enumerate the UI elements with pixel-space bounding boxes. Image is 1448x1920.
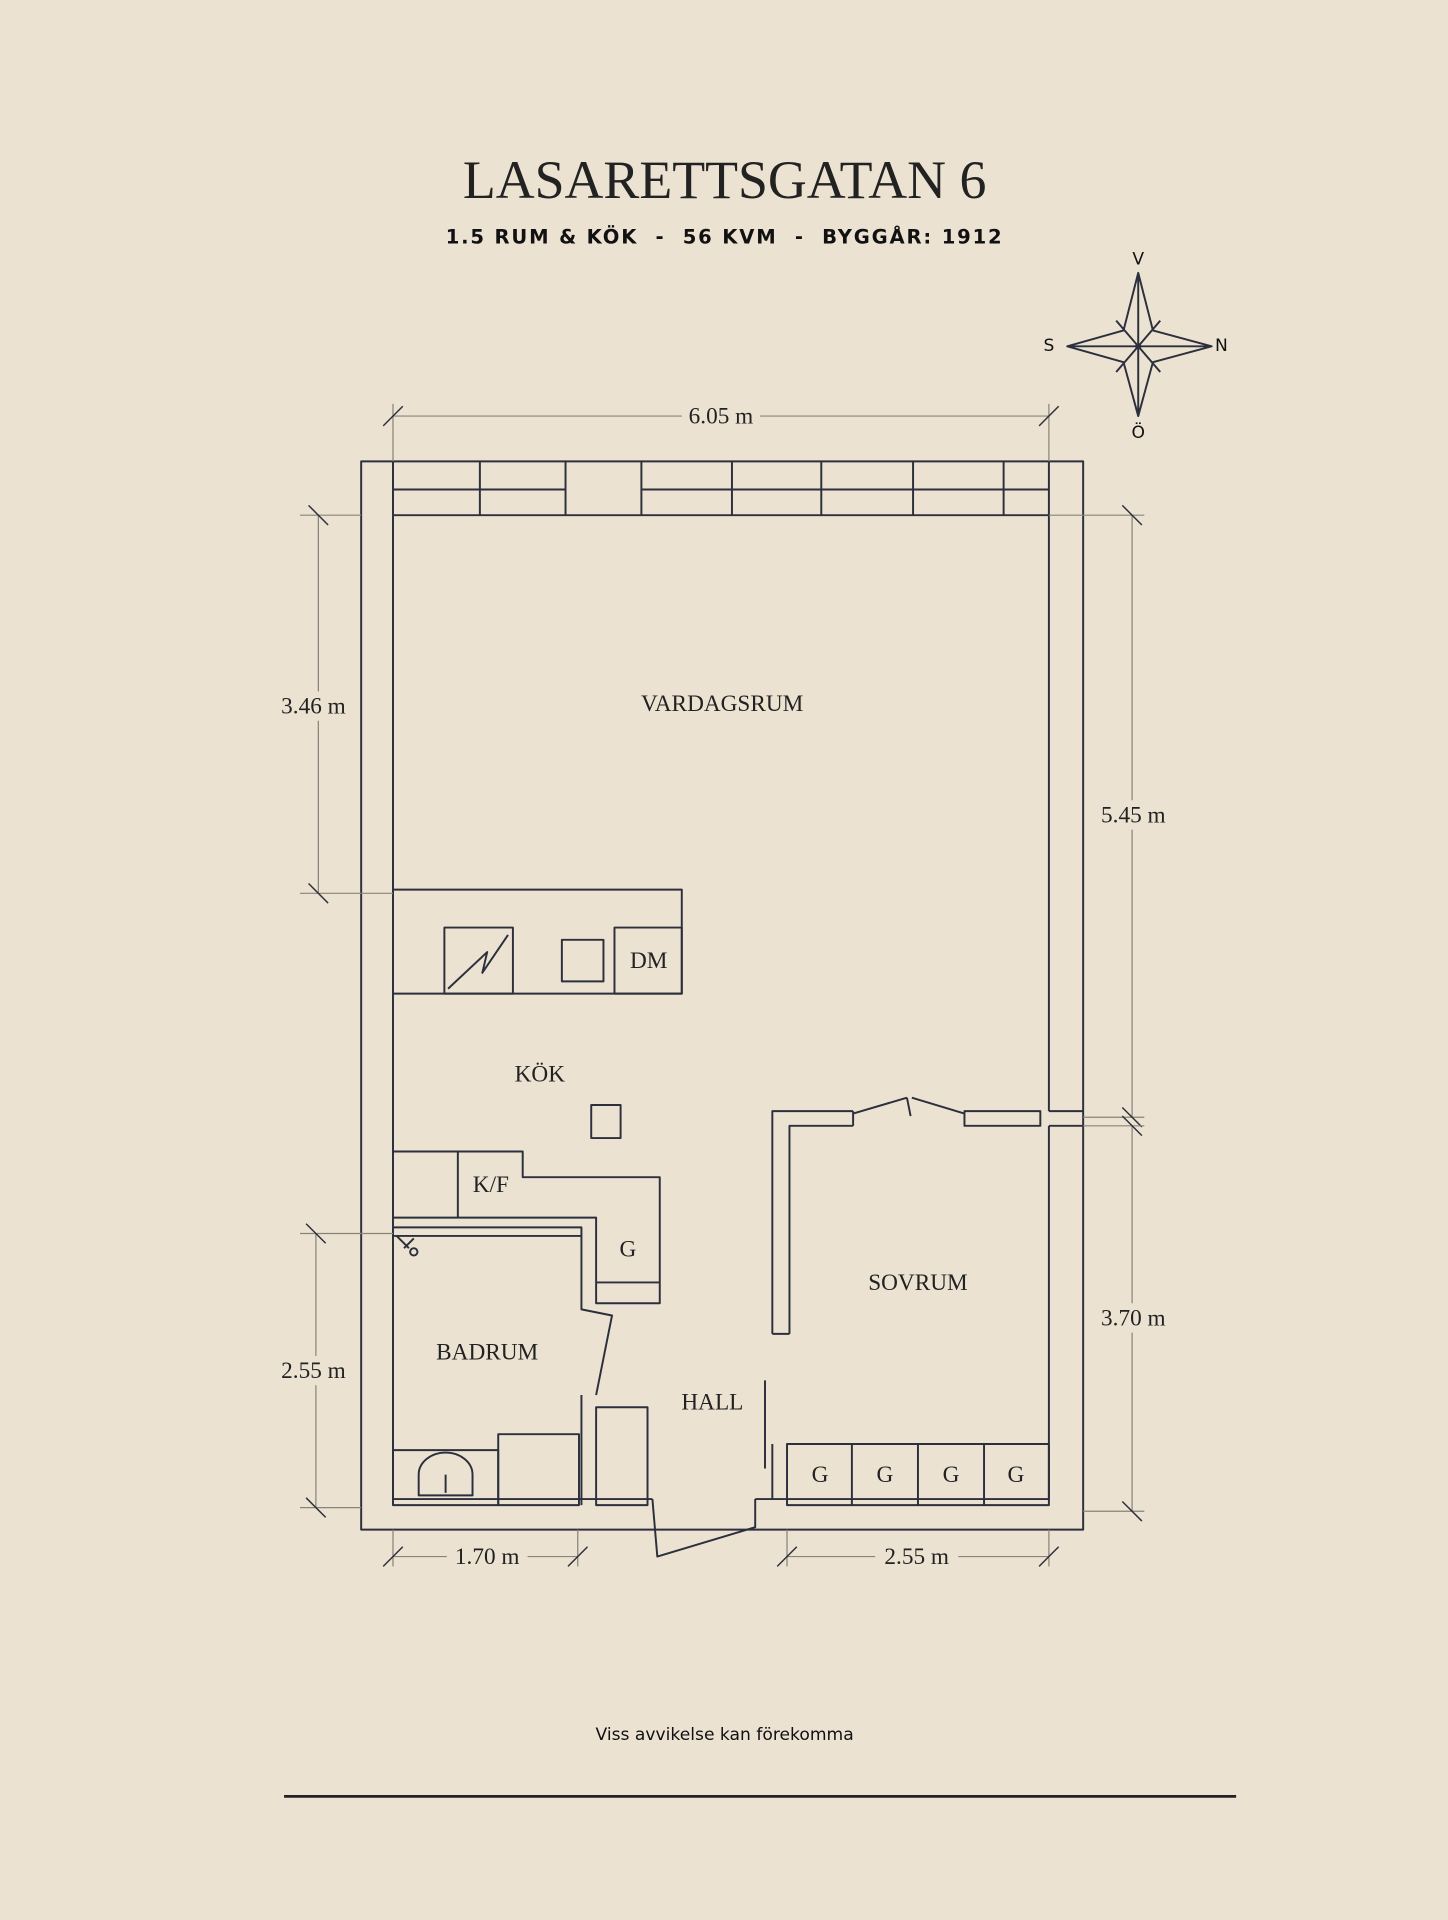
compass-north-label: N [1215,336,1228,356]
kitchen-island [590,1104,622,1140]
shower-icon [395,1235,415,1249]
kitchen-fixtures: DM K/F G [392,888,683,1305]
dimension-living-left: 3.46 m [281,693,346,719]
dimension-right-upper: 5.45 m [1101,802,1166,828]
dishwasher-label: DM [630,948,667,974]
bedroom-walls: G G G G [764,1096,1050,1507]
dimension-right-lower: 3.70 m [1101,1305,1166,1331]
kitchen-wardrobe-label: G [620,1237,637,1263]
dishwasher-box [613,926,683,995]
disclaimer: Viss avvikelse kan förekomma [596,1725,854,1745]
entrance-door [651,1498,757,1558]
compass-rose-icon: V S N Ö [1043,249,1227,443]
dimension-lines [299,403,1145,1567]
dimension-bath-left: 2.55 m [281,1358,346,1384]
page-title: LASARETTSGATAN 6 [463,150,987,210]
dimension-top-width: 6.05 m [689,403,754,429]
room-label-kitchen: KÖK [515,1062,566,1088]
bedroom-wardrobe-label: G [877,1462,894,1488]
bathroom-walls [392,1226,649,1507]
room-label-bathroom: BADRUM [436,1340,538,1366]
compass-east-label: Ö [1131,421,1144,443]
walls [360,460,1085,1531]
compass-west-label: V [1132,249,1144,269]
stove-icon [443,926,514,995]
room-label-hall: HALL [681,1390,743,1416]
bedroom-wardrobe-label: G [1007,1462,1024,1488]
dimension-bottom-right: 2.55 m [884,1544,949,1570]
hall-cabinet [595,1406,649,1507]
sink-square [560,938,605,983]
fridge-freezer-label: K/F [473,1172,509,1198]
washbasin-icon [417,1451,474,1497]
bedroom-wardrobe-label: G [943,1462,960,1488]
page-subtitle: 1.5 RUM & KÖK - 56 KVM - BYGGÅR: 1912 [446,225,1004,249]
room-label-living: VARDAGSRUM [641,691,803,717]
bedroom-wardrobe-label: G [812,1462,829,1488]
compass-south-label: S [1043,336,1054,356]
dimension-bottom-left: 1.70 m [455,1544,520,1570]
room-label-bedroom: SOVRUM [868,1270,967,1296]
